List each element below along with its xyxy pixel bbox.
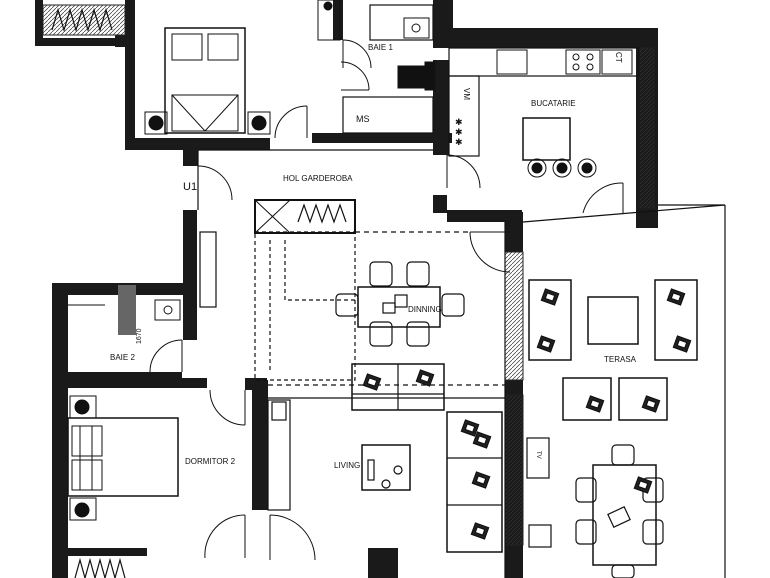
wardrobe-bottom xyxy=(74,557,126,578)
bathroom-1-fixtures xyxy=(317,0,436,91)
label-ms: MS xyxy=(356,114,370,124)
svg-text:✱: ✱ xyxy=(455,117,463,127)
room-labels: BAIE 1 BUCATARIE HOL GARDEROBA DINNING T… xyxy=(110,43,637,470)
label-dinning: DINNING xyxy=(408,305,442,314)
bed-1 xyxy=(144,27,271,135)
label-dormitor2: DORMITOR 2 xyxy=(185,457,236,466)
dining-set xyxy=(335,261,465,347)
living-set xyxy=(199,231,503,553)
label-baie2: BAIE 2 xyxy=(110,353,135,362)
wardrobe-hall xyxy=(254,199,356,234)
label-ct: CT xyxy=(614,52,623,63)
label-tv: TV xyxy=(535,451,541,459)
label-baie1: BAIE 1 xyxy=(368,43,393,52)
kitchen-fixtures: ✱ ✱ ✱ xyxy=(455,49,633,178)
svg-text:✱: ✱ xyxy=(455,137,463,147)
label-dimension: 1670 xyxy=(136,328,143,344)
doors xyxy=(149,39,624,561)
label-hol: HOL GARDEROBA xyxy=(283,174,353,183)
bathroom-2-fixtures xyxy=(68,285,181,335)
hatched-walls xyxy=(42,4,655,546)
wardrobe-top xyxy=(51,7,113,33)
label-living: LIVING xyxy=(334,461,360,470)
label-u1: U1 xyxy=(183,181,197,193)
svg-text:✱: ✱ xyxy=(455,127,463,137)
label-bucatarie: BUCATARIE xyxy=(531,99,576,108)
terrace-set xyxy=(526,279,698,578)
label-terasa: TERASA xyxy=(604,355,637,364)
bed-2 xyxy=(67,395,179,521)
label-vm: VM xyxy=(462,88,471,100)
fixture-labels: MS VM CT U1 1670 TV xyxy=(136,52,623,459)
